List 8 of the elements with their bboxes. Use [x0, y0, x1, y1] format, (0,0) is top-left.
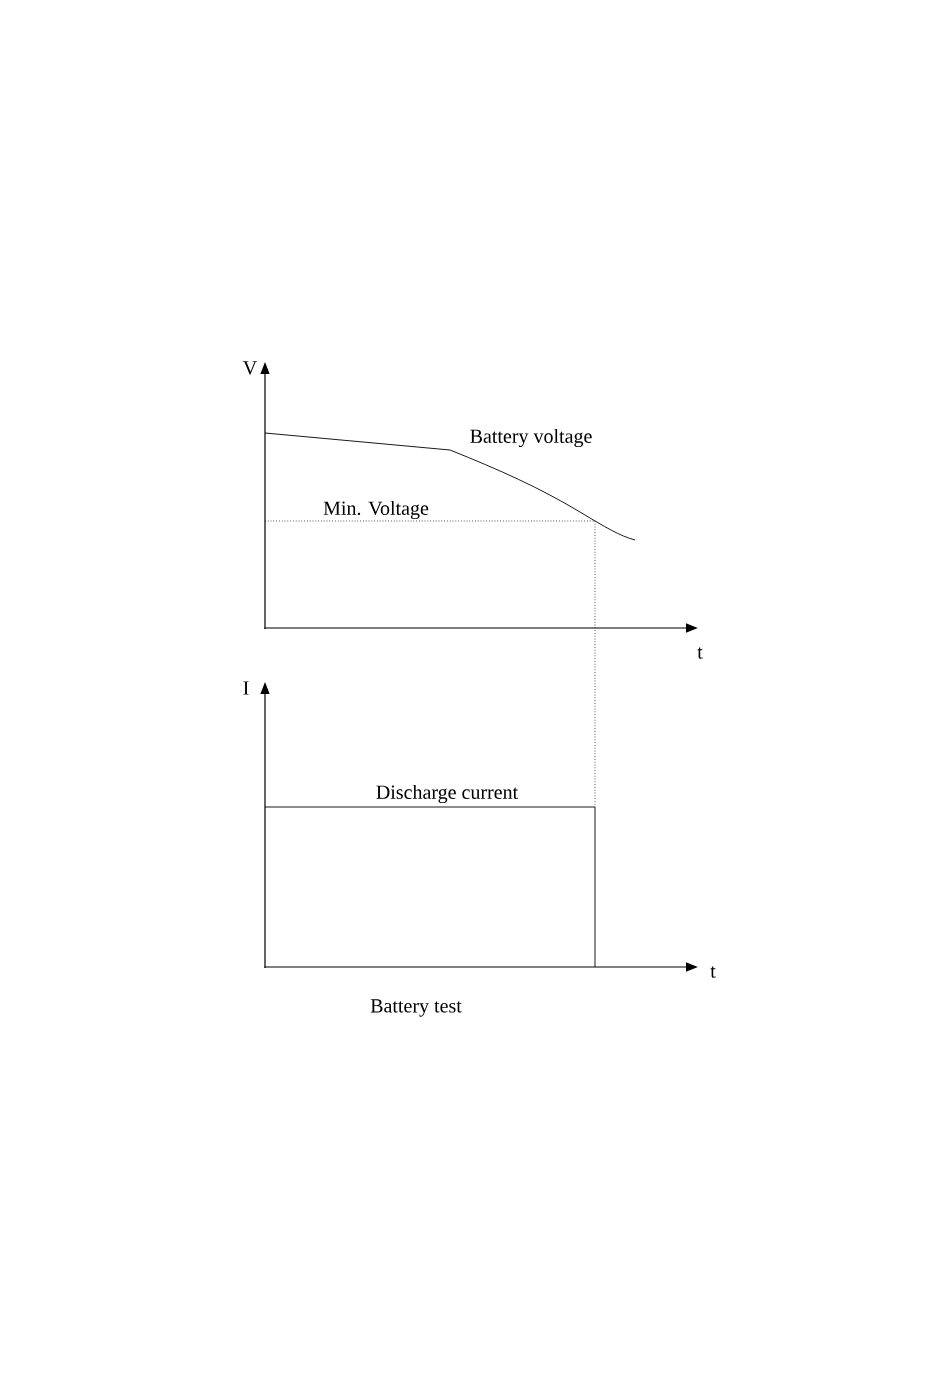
axis-label: I [243, 681, 249, 695]
curve-label: Discharge current [376, 784, 519, 804]
level-label: Min. Voltage [323, 500, 429, 520]
axis-label: V [243, 361, 257, 375]
axis-label: t [697, 647, 703, 659]
axis-label: t [710, 966, 716, 978]
curve-label: Battery voltage [470, 428, 592, 448]
caption: Battery test [370, 999, 462, 1017]
